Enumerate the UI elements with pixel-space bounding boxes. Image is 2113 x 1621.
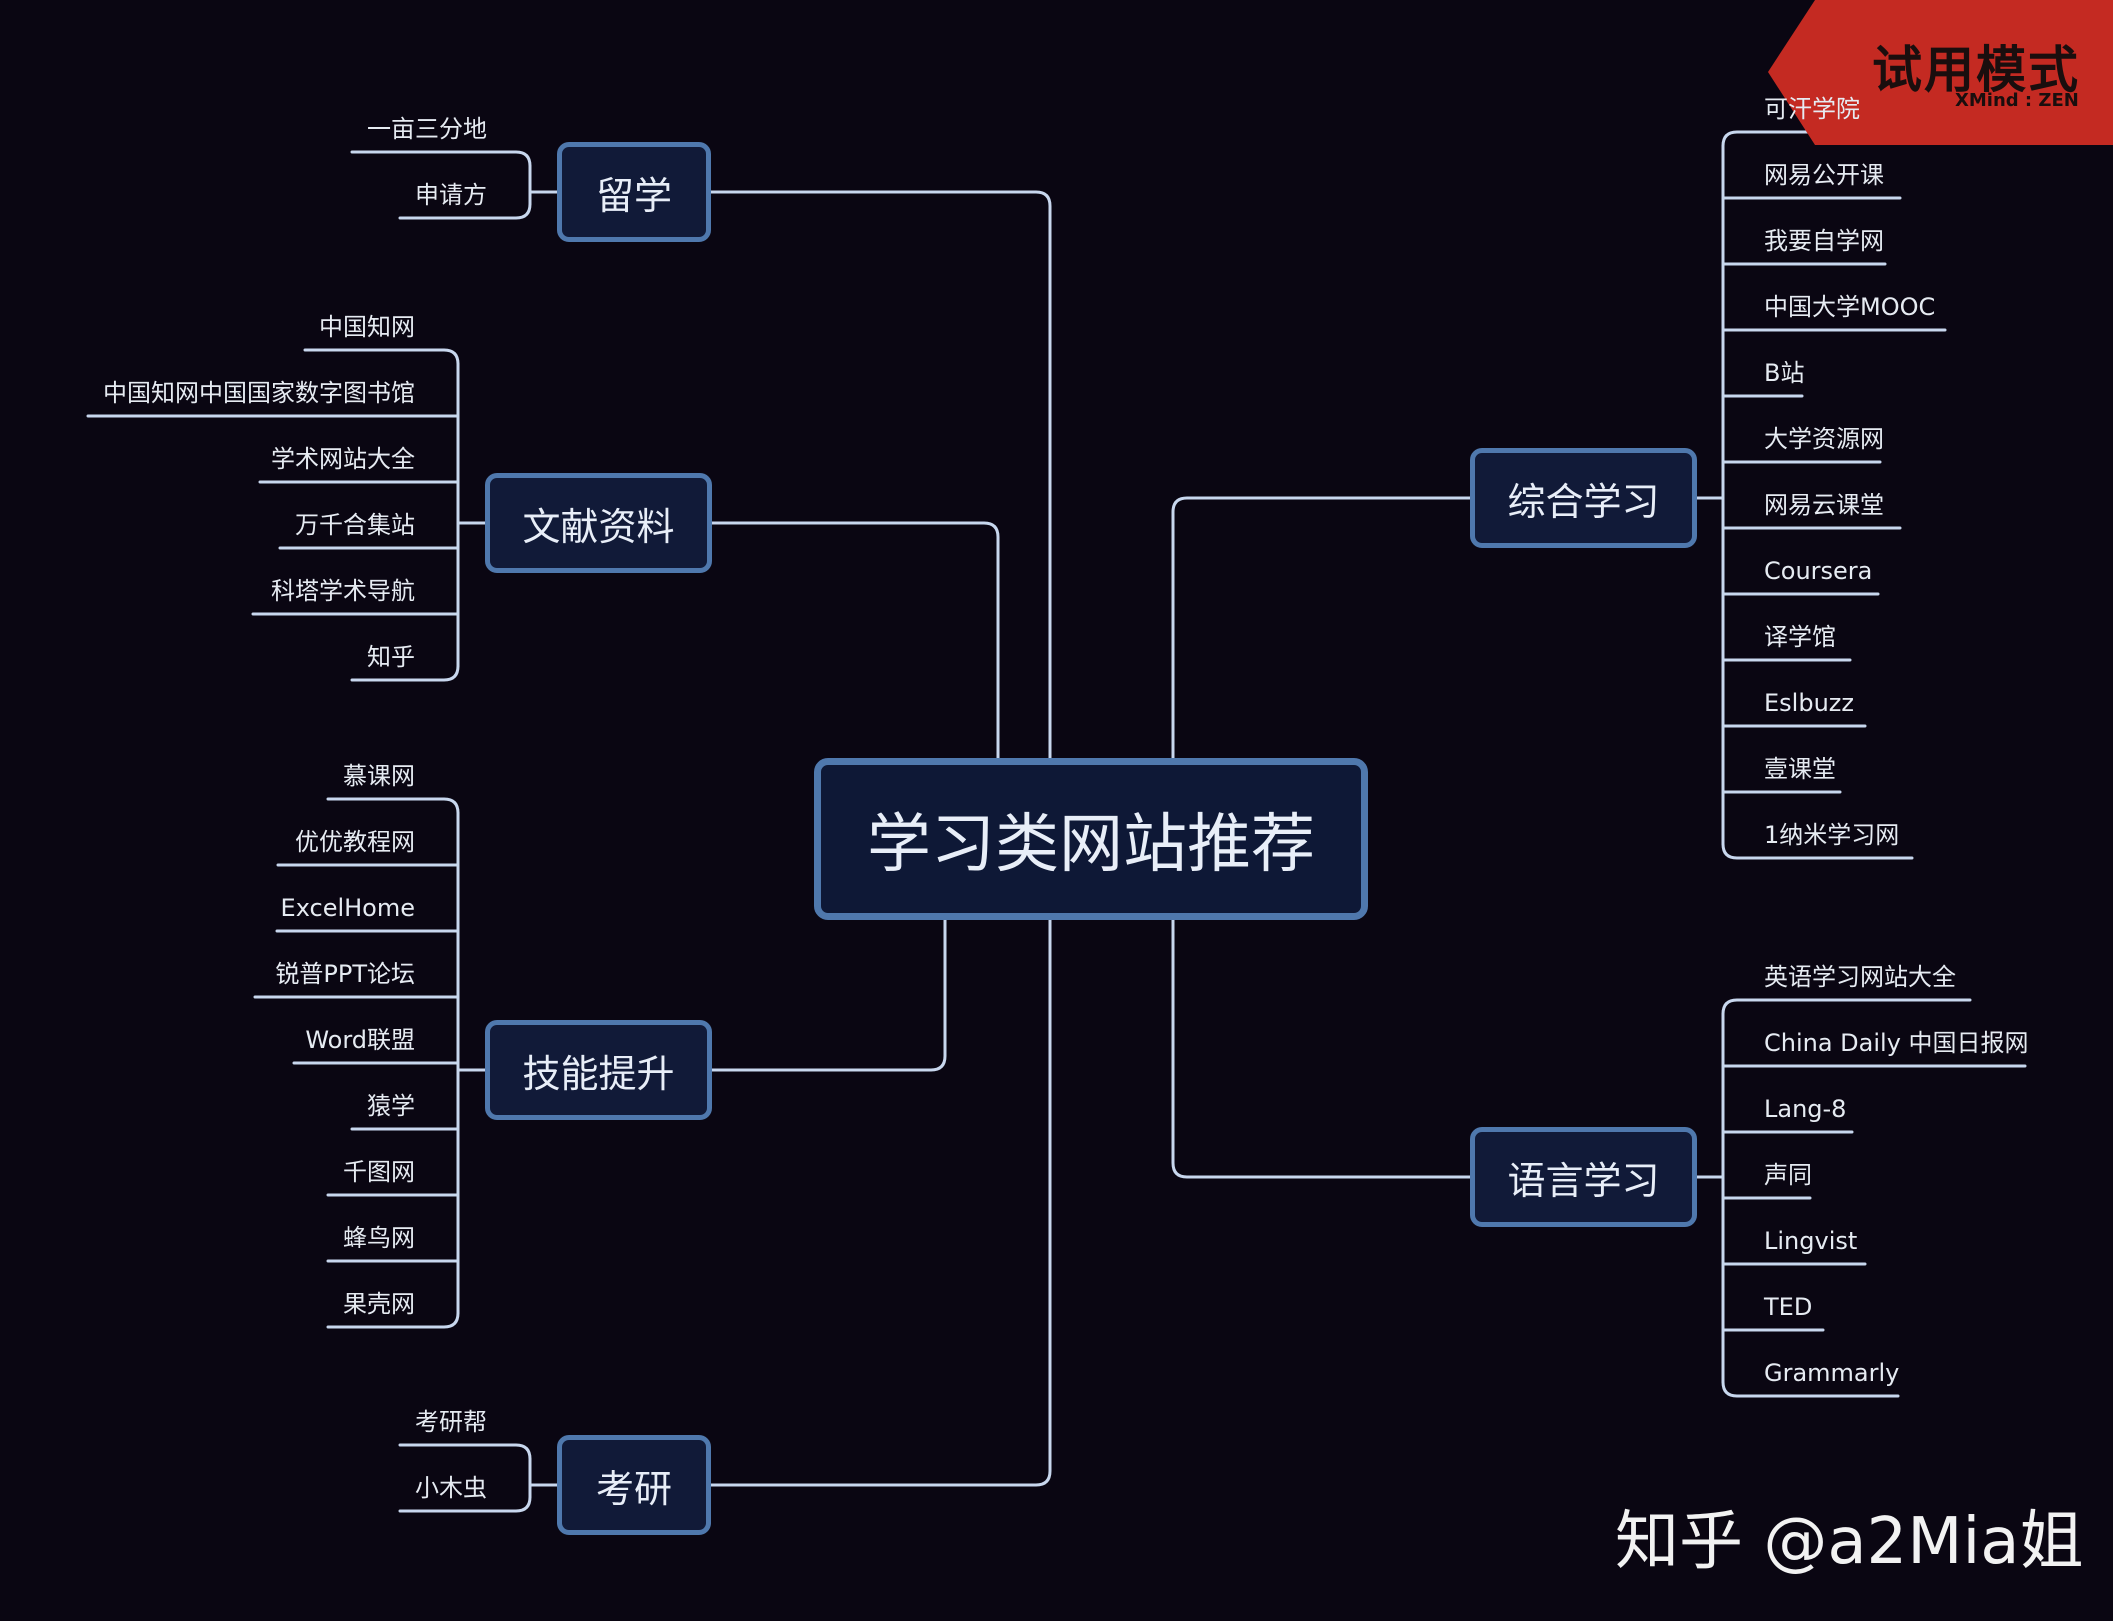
leaf-zonghe-10[interactable]: 壹课堂 xyxy=(1764,755,1836,783)
leaf-zonghe-3[interactable]: 中国大学MOOC xyxy=(1764,293,1936,321)
leaf-yuyan-3[interactable]: 声同 xyxy=(1764,1161,1812,1189)
topic-label: 技能提升 xyxy=(522,1051,675,1096)
trial-mode-title: 试用模式 xyxy=(1872,41,2080,99)
leaf-underline xyxy=(398,1495,532,1513)
leaf-wenxian-4[interactable]: 科塔学术导航 xyxy=(271,577,415,605)
leaf-kaoyan-0[interactable]: 考研帮 xyxy=(415,1408,487,1436)
leaf-underline xyxy=(398,1443,532,1461)
leaf-yuyan-6[interactable]: Grammarly xyxy=(1764,1359,1900,1387)
topic-label: 考研 xyxy=(595,1466,672,1511)
leaf-jineng-2[interactable]: ExcelHome xyxy=(280,894,415,922)
topic-label: 综合学习 xyxy=(1507,479,1660,524)
leaf-underline xyxy=(326,797,460,815)
leaf-zonghe-11[interactable]: 1纳米学习网 xyxy=(1764,821,1900,849)
central-to-yuyan-line xyxy=(1171,918,1472,1179)
xmind-zen-label: XMind : ZEN xyxy=(1955,90,2079,111)
leaf-jineng-8[interactable]: 果壳网 xyxy=(343,1290,415,1318)
central-to-zonghe-line xyxy=(1171,496,1472,760)
leaf-zonghe-6[interactable]: 网易云课堂 xyxy=(1764,491,1884,519)
leaf-jineng-5[interactable]: 猿学 xyxy=(367,1092,415,1120)
leaf-zonghe-1[interactable]: 网易公开课 xyxy=(1764,161,1884,189)
leaf-underline xyxy=(1721,130,1877,148)
topic-zonghe[interactable]: 综合学习 xyxy=(1470,448,1697,548)
topic-wenxian[interactable]: 文献资料 xyxy=(485,473,712,573)
topic-label: 语言学习 xyxy=(1507,1158,1660,1203)
topic-kaoyan[interactable]: 考研 xyxy=(557,1435,711,1535)
leaf-underline xyxy=(350,150,532,168)
leaf-zonghe-7[interactable]: Coursera xyxy=(1764,557,1873,585)
leaf-underline xyxy=(1721,1380,1900,1398)
central-topic-label: 学习类网站推荐 xyxy=(867,808,1315,882)
leaf-underline xyxy=(1721,842,1914,860)
leaf-zonghe-2[interactable]: 我要自学网 xyxy=(1764,227,1884,255)
leaf-zonghe-0[interactable]: 可汗学院 xyxy=(1764,95,1860,123)
central-topic[interactable]: 学习类网站推荐 xyxy=(814,758,1368,920)
leaf-jineng-4[interactable]: Word联盟 xyxy=(305,1026,415,1054)
central-to-wenxian-line xyxy=(710,521,1000,760)
leaf-wenxian-1[interactable]: 中国知网中国国家数字图书馆 xyxy=(103,379,415,407)
topic-liuxue[interactable]: 留学 xyxy=(557,142,711,242)
leaf-jineng-0[interactable]: 慕课网 xyxy=(343,762,415,790)
leaf-liuxue-0[interactable]: 一亩三分地 xyxy=(367,115,487,143)
leaf-zonghe-5[interactable]: 大学资源网 xyxy=(1764,425,1884,453)
leaf-wenxian-5[interactable]: 知乎 xyxy=(367,643,415,671)
leaf-zonghe-4[interactable]: B站 xyxy=(1764,359,1805,387)
topic-jineng[interactable]: 技能提升 xyxy=(485,1020,712,1120)
leaf-wenxian-2[interactable]: 学术网站大全 xyxy=(271,445,415,473)
leaf-underline xyxy=(1721,998,1972,1016)
leaf-zonghe-9[interactable]: Eslbuzz xyxy=(1764,689,1854,717)
leaf-liuxue-1[interactable]: 申请方 xyxy=(415,181,487,209)
leaf-underline xyxy=(326,1311,460,1329)
leaf-jineng-7[interactable]: 蜂鸟网 xyxy=(343,1224,415,1252)
leaf-jineng-3[interactable]: 锐普PPT论坛 xyxy=(275,960,415,988)
leaf-yuyan-4[interactable]: Lingvist xyxy=(1764,1227,1858,1255)
leaf-jineng-1[interactable]: 优优教程网 xyxy=(295,828,415,856)
topic-yuyan[interactable]: 语言学习 xyxy=(1470,1127,1697,1227)
leaf-wenxian-3[interactable]: 万千合集站 xyxy=(295,511,415,539)
leaf-wenxian-0[interactable]: 中国知网 xyxy=(319,313,415,341)
zhihu-watermark: 知乎 @a2Mia姐 xyxy=(1615,1505,2084,1579)
leaf-underline xyxy=(398,202,532,220)
topic-label: 文献资料 xyxy=(522,504,675,549)
central-to-jineng-line xyxy=(710,918,947,1072)
leaf-jineng-6[interactable]: 千图网 xyxy=(343,1158,415,1186)
topic-label: 留学 xyxy=(595,173,672,218)
leaf-yuyan-0[interactable]: 英语学习网站大全 xyxy=(1764,963,1956,991)
leaf-kaoyan-1[interactable]: 小木虫 xyxy=(415,1474,487,1502)
leaf-underline xyxy=(303,348,460,366)
leaf-yuyan-5[interactable]: TED xyxy=(1764,1293,1813,1321)
leaf-zonghe-8[interactable]: 译学馆 xyxy=(1764,623,1836,651)
leaf-yuyan-2[interactable]: Lang-8 xyxy=(1764,1095,1847,1123)
central-to-kaoyan-line xyxy=(709,918,1052,1487)
leaf-underline xyxy=(350,664,460,682)
leaf-yuyan-1[interactable]: China Daily 中国日报网 xyxy=(1764,1029,2029,1057)
central-to-liuxue-line xyxy=(709,190,1052,760)
